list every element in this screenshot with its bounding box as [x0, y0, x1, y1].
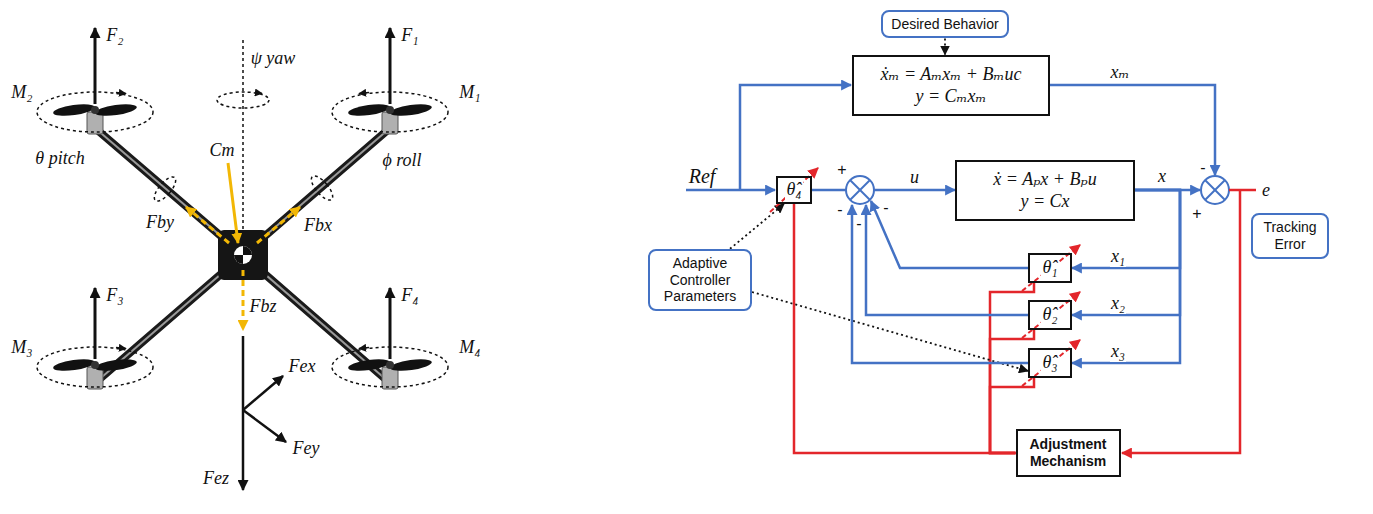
symbol-label: ψ yaw: [251, 48, 296, 69]
node-text: θ̂₄: [785, 180, 802, 200]
symbol-label: F₄: [401, 285, 418, 306]
node-text: ẋ = Aₚx + Bₚu: [967, 168, 1123, 191]
error-wires: [1122, 190, 1256, 453]
node-text: Tracking Error: [1261, 219, 1319, 253]
connector: [794, 204, 1016, 453]
external-force-axes: [243, 336, 286, 490]
symbol-label: F₁: [401, 25, 418, 46]
gain-block: θ̂₁: [1028, 253, 1072, 283]
symbol-label: Cm: [209, 140, 234, 161]
rotation-paths: [37, 40, 448, 387]
symbol-label: x: [1158, 166, 1166, 187]
plant-block: ẋ = Aₚx + Bₚuy = Cx: [955, 160, 1135, 221]
reference-model-block: ẋₘ = Aₘxₘ + Bₘucy = Cₘxₘ: [852, 55, 1050, 116]
gain-block: θ̂₂: [1028, 300, 1072, 330]
sign-label: +: [1192, 205, 1201, 223]
gain-block: θ̂₄: [776, 176, 812, 204]
symbol-label: Fey: [293, 438, 320, 459]
node-text: θ̂₃: [1041, 353, 1058, 373]
symbol-label: e: [1262, 180, 1270, 201]
symbol-label: M₃: [11, 337, 32, 358]
node-text: ẋₘ = Aₘxₘ + Bₘuc: [864, 63, 1038, 86]
connector: [812, 189, 955, 192]
sign-label: -: [837, 201, 842, 219]
signal-wires: [686, 85, 1215, 363]
body-force-arrows: [186, 163, 300, 330]
signal-label: x₃: [1110, 341, 1126, 362]
symbol-label: Ref: [689, 165, 716, 188]
connector: [944, 38, 946, 54]
rotation-arrowheads: [116, 93, 369, 349]
symbol-label: Fex: [289, 356, 316, 377]
symbol-label: Fez: [203, 468, 229, 489]
symbol-label: Fbx: [304, 215, 332, 236]
connector: [752, 292, 1028, 371]
node-text: Adjustment Mechanism: [1024, 436, 1113, 470]
sign-label: -: [883, 199, 888, 217]
node-text: y = Cₘxₘ: [864, 85, 1038, 108]
gain-block: θ̂₃: [1028, 348, 1072, 378]
symbol-label: F₃: [106, 285, 123, 306]
symbol-label: M₁: [459, 82, 480, 103]
symbol-label: xₘ: [1110, 61, 1129, 83]
thrust-arrows: [95, 28, 390, 359]
node-text: Desired Behavior: [891, 16, 998, 33]
symbol-label: ϕ roll: [382, 150, 421, 171]
symbol-label: θ pitch: [35, 148, 84, 169]
annotation-box: Desired Behavior: [881, 10, 1008, 39]
symbol-label: F₂: [106, 25, 123, 46]
symbol-label: M₄: [459, 337, 480, 358]
adjustment-block: Adjustment Mechanism: [1016, 429, 1121, 477]
symbol-label: Fby: [146, 212, 174, 233]
symbol-label: Fbz: [250, 296, 277, 317]
annotation-box: Adaptive Controller Parameters: [648, 249, 752, 311]
node-text: Adaptive Controller Parameters: [658, 255, 742, 305]
annotation-box: Tracking Error: [1251, 213, 1329, 259]
signal-label: u: [909, 167, 920, 188]
node-text: y = Cx: [967, 190, 1123, 213]
sign-label: -: [1200, 159, 1205, 177]
sign-label: -: [856, 215, 861, 233]
connector: [730, 204, 784, 249]
node-text: θ̂₁: [1041, 258, 1058, 278]
signal-label: x₂: [1110, 293, 1126, 314]
sign-label: +: [837, 161, 846, 179]
symbol-label: M₂: [11, 82, 32, 103]
node-text: θ̂₂: [1041, 305, 1058, 325]
signal-label: x₁: [1110, 246, 1126, 267]
